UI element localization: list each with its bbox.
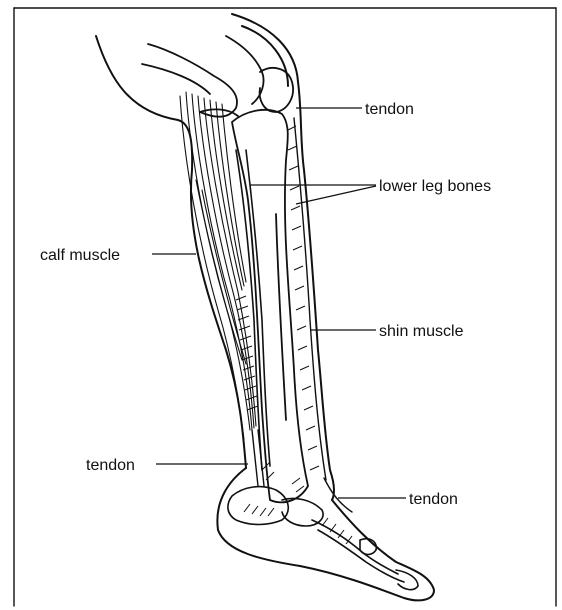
calf-muscle xyxy=(180,92,256,440)
knee-joint xyxy=(142,36,293,117)
label-shin-muscle: shin muscle xyxy=(379,323,464,340)
foot-bones xyxy=(228,487,418,590)
label-tendon-knee: tendon xyxy=(365,101,414,118)
leader-lower-leg-bones-2 xyxy=(296,186,376,204)
label-lower-leg-bones: lower leg bones xyxy=(379,178,491,195)
foot-shading xyxy=(244,462,352,544)
label-calf-muscle: calf muscle xyxy=(40,247,120,264)
label-tendon-ankle: tendon xyxy=(409,491,458,508)
label-tendon-heel: tendon xyxy=(86,457,135,474)
achilles-tendon xyxy=(252,430,264,486)
